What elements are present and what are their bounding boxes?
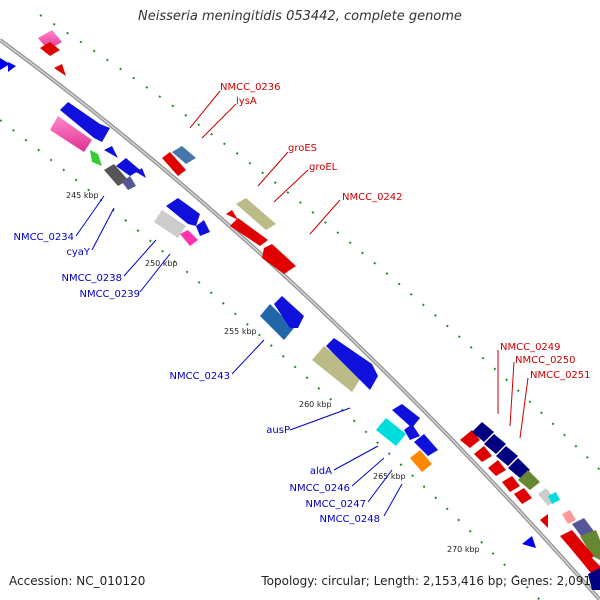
gene-feature (54, 64, 66, 76)
gene-feature (326, 338, 378, 390)
gene-feature (484, 434, 506, 454)
gene-feature (414, 434, 438, 456)
gene-label[interactable]: NMCC_0249 (500, 342, 561, 353)
gene-feature (508, 458, 530, 478)
gene-label[interactable]: NMCC_0247 (305, 499, 366, 510)
gene-feature (488, 460, 506, 476)
gene-feature (180, 230, 198, 246)
gene-feature (236, 198, 276, 230)
gene-feature (410, 450, 432, 472)
gene-label[interactable]: NMCC_0246 (289, 483, 350, 494)
gene-feature (226, 210, 238, 220)
gene-label[interactable]: NMCC_0236 (220, 82, 281, 93)
gene-feature (172, 146, 196, 164)
gene-feature (104, 164, 128, 186)
gene-feature (392, 404, 420, 428)
gene-label[interactable]: NMCC_0251 (530, 370, 591, 381)
gene-feature (166, 198, 200, 226)
genome-stats-label: Topology: circular; Length: 2,153,416 bp… (261, 574, 591, 588)
forward-gene-labels (189, 90, 529, 439)
gene-feature (40, 42, 60, 56)
gene-feature (540, 514, 548, 528)
gene-feature (122, 176, 136, 190)
gene-label[interactable]: NMCC_0250 (515, 355, 576, 366)
gene-feature (514, 488, 532, 504)
gene-feature (262, 244, 296, 274)
gene-feature (104, 146, 118, 158)
gene-feature (472, 422, 494, 442)
gene-feature (572, 546, 600, 578)
gene-feature (312, 346, 362, 392)
tick-label: 260 kbp (299, 400, 332, 409)
reverse-gene-label-text: NMCC_0234 cyaY NMCC_0238 NMCC_0239 NMCC_… (13, 232, 380, 525)
gene-feature (376, 418, 406, 446)
tick-label: 250 kbp (145, 259, 178, 268)
gene-label[interactable]: ausP (266, 425, 290, 436)
gene-feature (548, 492, 560, 504)
gene-feature (50, 116, 92, 152)
gene-label[interactable]: NMCC_0238 (61, 273, 122, 284)
reverse-gene-labels (75, 195, 403, 517)
tick-label: 265 kbp (373, 472, 406, 481)
gene-feature (562, 510, 576, 524)
accession-label: Accession: NC_010120 (9, 574, 146, 588)
gene-label[interactable]: lysA (236, 96, 257, 107)
gene-feature (588, 568, 600, 590)
gene-feature (154, 210, 186, 238)
gene-feature (522, 536, 536, 548)
gene-feature (260, 304, 294, 340)
gene-feature (502, 476, 520, 492)
gene-label[interactable]: aldA (310, 466, 332, 477)
gene-feature (230, 218, 268, 246)
gene-feature (136, 168, 146, 178)
gene-feature (0, 58, 10, 70)
gene-feature (162, 152, 186, 176)
gene-feature (90, 150, 102, 166)
forward-genes (38, 30, 600, 590)
gene-feature (60, 102, 110, 142)
gene-feature (196, 220, 210, 236)
tick-label: 270 kbp (447, 545, 480, 554)
map-title: Neisseria meningitidis 053442, complete … (138, 9, 462, 24)
gene-label[interactable]: NMCC_0248 (319, 514, 380, 525)
gene-label[interactable]: NMCC_0239 (79, 289, 140, 300)
reverse-genes (0, 58, 536, 548)
gene-label[interactable]: groES (288, 143, 317, 154)
gene-label[interactable]: NMCC_0243 (169, 371, 230, 382)
gene-label[interactable]: NMCC_0234 (13, 232, 74, 243)
gene-label[interactable]: cyaY (66, 247, 91, 258)
position-ticks: 245 kbp 250 kbp 255 kbp 260 kbp 265 kbp … (66, 191, 480, 554)
gene-feature (116, 158, 140, 176)
gene-feature (518, 470, 540, 490)
gene-label[interactable]: NMCC_0242 (342, 192, 403, 203)
gene-feature (474, 446, 492, 462)
tick-label: 255 kbp (224, 327, 257, 336)
gene-feature (8, 62, 16, 72)
forward-gene-label-text: NMCC_0236 lysA groES groEL NMCC_0242 NMC… (220, 82, 591, 381)
gene-feature (404, 424, 420, 440)
gene-feature (496, 446, 518, 466)
gene-feature (580, 530, 600, 560)
tick-label: 245 kbp (66, 191, 99, 200)
gene-label[interactable]: groEL (309, 162, 338, 173)
gene-feature (38, 30, 62, 50)
gene-feature (274, 296, 304, 328)
